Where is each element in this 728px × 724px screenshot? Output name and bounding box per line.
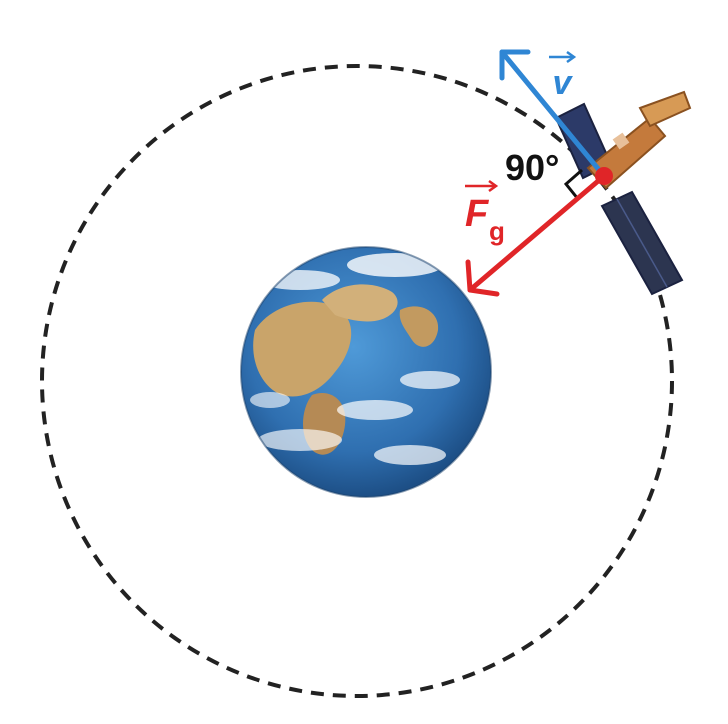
force-symbol: F: [465, 193, 490, 235]
satellite-position-dot: [595, 167, 613, 185]
earth-icon: [240, 246, 492, 498]
satellite-icon: [554, 90, 692, 296]
angle-label: 90°: [505, 147, 559, 188]
force-label: F g: [465, 179, 505, 246]
force-subscript: g: [489, 216, 505, 246]
velocity-arrow: [499, 49, 607, 179]
velocity-symbol: v: [553, 64, 574, 102]
gravity-force-arrow: [465, 173, 607, 297]
orbit-path: [40, 64, 674, 698]
velocity-label: v: [549, 50, 577, 102]
